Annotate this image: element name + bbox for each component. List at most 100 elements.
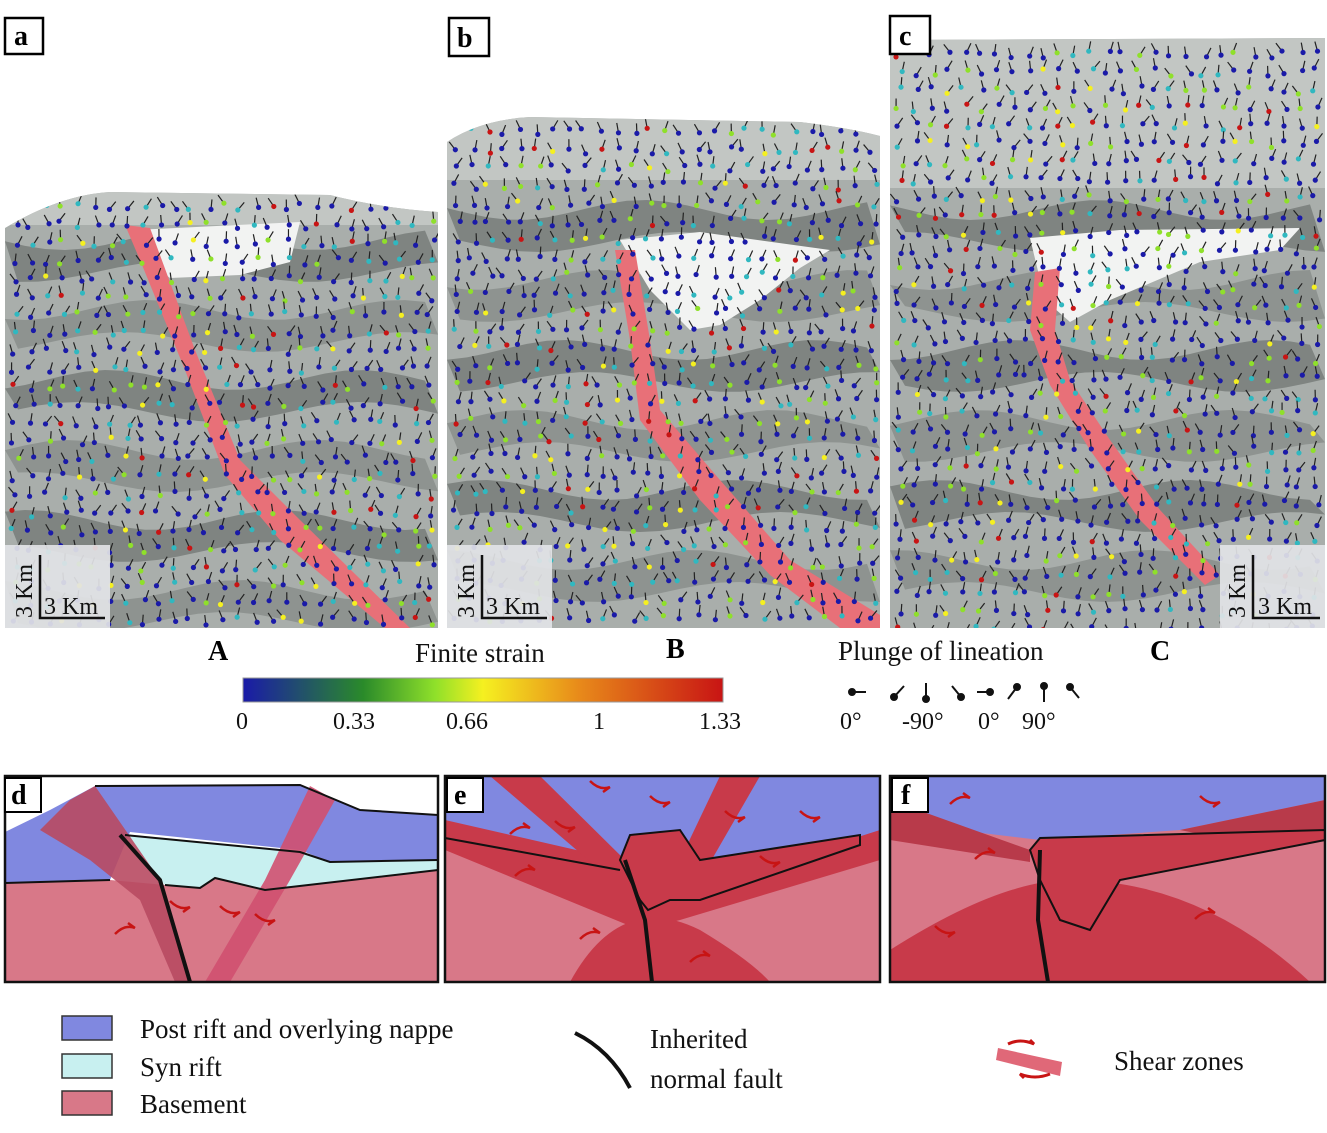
lineation-marker <box>239 253 249 265</box>
lineation-marker <box>1263 167 1269 181</box>
finite-strain-colorbar: Finite strain 0 0.33 0.66 1 1.33 <box>236 638 741 735</box>
lineation-marker <box>1116 61 1123 74</box>
lineation-marker <box>535 124 541 137</box>
lineation-marker <box>95 251 105 263</box>
lineation-marker <box>1125 460 1133 473</box>
lineation-marker <box>123 446 129 459</box>
lineation-marker <box>819 360 830 372</box>
lineation-marker <box>1091 498 1102 510</box>
lineation-marker <box>626 575 635 587</box>
lineation-marker <box>818 464 828 476</box>
lineation-marker <box>42 338 49 351</box>
lineation-marker <box>837 247 846 259</box>
lineation-marker <box>1169 585 1179 597</box>
lineation-marker <box>1264 101 1272 115</box>
lineation-marker <box>237 434 243 447</box>
lineation-marker <box>870 449 880 461</box>
lineation-marker <box>1022 526 1029 539</box>
lineation-marker <box>316 356 322 370</box>
lineation-marker <box>1247 100 1256 113</box>
lineation-marker <box>1043 498 1051 511</box>
lineation-marker <box>415 253 424 265</box>
lineation-marker <box>1108 310 1114 324</box>
lineation-marker <box>347 500 354 514</box>
lineation-marker <box>854 245 860 258</box>
lineation-marker <box>1213 565 1219 578</box>
lineation-marker <box>1132 222 1140 235</box>
lineation-marker <box>925 419 934 432</box>
lineation-marker <box>718 536 729 548</box>
lineation-marker <box>1121 204 1127 218</box>
lineation-marker <box>824 210 831 223</box>
lineation-marker <box>457 211 463 224</box>
lineation-marker <box>613 518 620 531</box>
lineation-marker <box>1037 423 1044 436</box>
lineation-marker <box>729 443 739 455</box>
lineation-marker <box>62 502 70 515</box>
lineation-marker <box>1123 150 1129 164</box>
lineation-marker <box>660 145 670 157</box>
lineation-marker <box>1291 85 1301 97</box>
lineation-marker <box>791 194 797 208</box>
lineation-marker <box>626 449 633 462</box>
lineation-marker <box>974 443 981 457</box>
lineation-marker <box>1087 388 1096 400</box>
lineation-marker <box>893 514 899 527</box>
lineation-marker <box>1166 133 1176 145</box>
lineation-marker <box>1263 476 1270 490</box>
lineation-marker <box>217 357 223 370</box>
lineation-marker <box>1106 153 1112 167</box>
lineation-marker <box>1232 152 1242 164</box>
lineation-marker <box>170 201 180 213</box>
lineation-marker <box>485 156 491 169</box>
lineation-marker <box>893 207 902 220</box>
lineation-marker <box>1168 516 1176 529</box>
lineation-marker <box>914 384 922 398</box>
lineation-marker <box>1170 479 1177 492</box>
lineation-marker <box>929 334 938 347</box>
lineation-marker <box>117 466 127 478</box>
lineation-marker <box>90 344 97 358</box>
lineation-marker <box>1201 460 1209 473</box>
lineation-marker <box>897 257 903 271</box>
lineation-marker <box>1214 332 1224 344</box>
lineation-marker <box>1252 330 1258 344</box>
lineation-marker <box>1040 83 1048 96</box>
lineation-marker <box>362 486 371 498</box>
lineation-marker <box>298 467 308 479</box>
lineation-marker <box>517 306 526 318</box>
lineation-marker <box>1181 349 1188 363</box>
lineation-marker <box>314 254 321 267</box>
lineation-marker <box>916 207 926 218</box>
lineation-marker <box>1215 474 1223 487</box>
lineation-marker <box>399 266 407 280</box>
lineation-marker <box>974 370 981 383</box>
lineation-marker <box>284 470 293 483</box>
lineation-marker <box>214 500 223 512</box>
lineation-marker <box>415 554 424 567</box>
lineation-marker <box>610 468 618 481</box>
lineation-marker <box>456 467 465 479</box>
lineation-marker <box>285 518 292 532</box>
lineation-marker <box>142 590 150 603</box>
lineation-marker <box>698 413 708 424</box>
lineation-marker <box>871 197 880 210</box>
lineation-marker <box>658 466 665 479</box>
lineation-marker <box>498 376 504 390</box>
lineation-marker <box>662 373 668 387</box>
lineation-marker <box>391 521 402 533</box>
lineation-marker <box>810 589 816 603</box>
lineation-marker <box>773 250 781 263</box>
lineation-marker <box>1090 332 1096 345</box>
lineation-marker <box>932 550 938 563</box>
lineation-marker <box>1027 149 1034 163</box>
lineation-marker <box>565 503 574 516</box>
lineation-marker <box>609 605 617 618</box>
lineation-marker <box>342 482 350 495</box>
lineation-marker <box>614 390 621 403</box>
shear-label: Shear zones <box>1114 1046 1244 1076</box>
lineation-marker <box>1138 134 1145 147</box>
lineation-marker <box>1136 422 1145 434</box>
lineation-marker <box>943 262 954 274</box>
lineation-marker <box>944 60 953 72</box>
